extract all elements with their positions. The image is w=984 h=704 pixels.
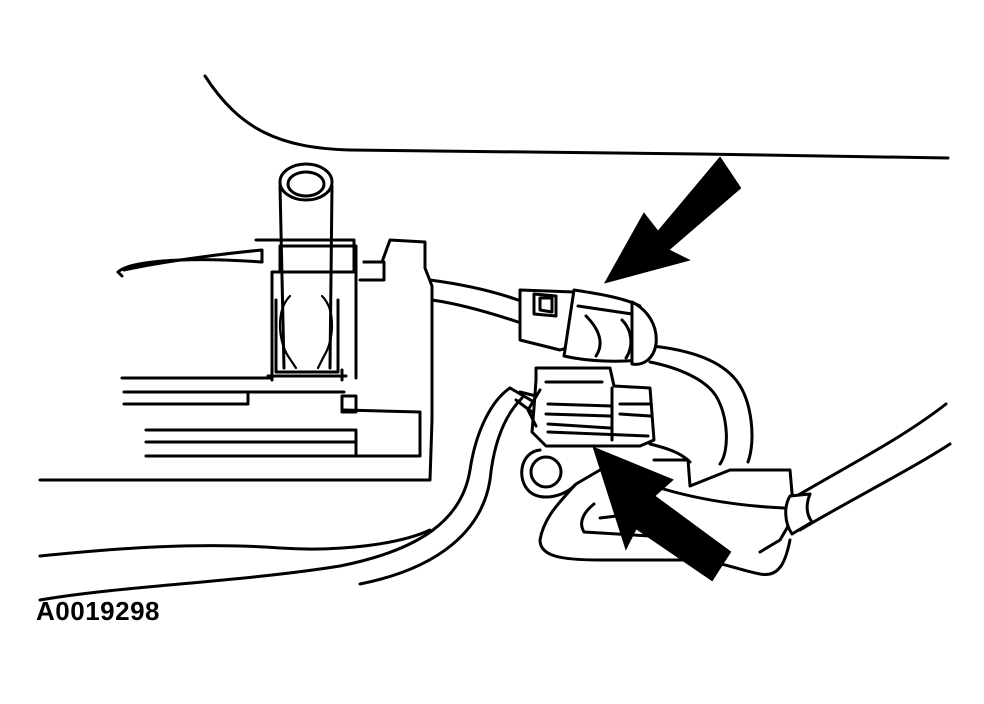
lower-connector-arrow xyxy=(592,446,732,582)
shift-lever xyxy=(266,162,348,382)
console-outline xyxy=(203,74,950,160)
lower-harness xyxy=(38,386,524,602)
upper-connector xyxy=(518,288,658,366)
upper-connector-arrow xyxy=(603,156,742,284)
arrow-icon xyxy=(603,156,742,284)
figure-id-label: A0019298 xyxy=(36,596,160,626)
upper-harness xyxy=(428,278,754,466)
arrow-icon xyxy=(592,446,732,582)
shifter-base-housing xyxy=(38,238,434,482)
lower-connector xyxy=(508,366,656,448)
right-cable xyxy=(784,402,952,536)
